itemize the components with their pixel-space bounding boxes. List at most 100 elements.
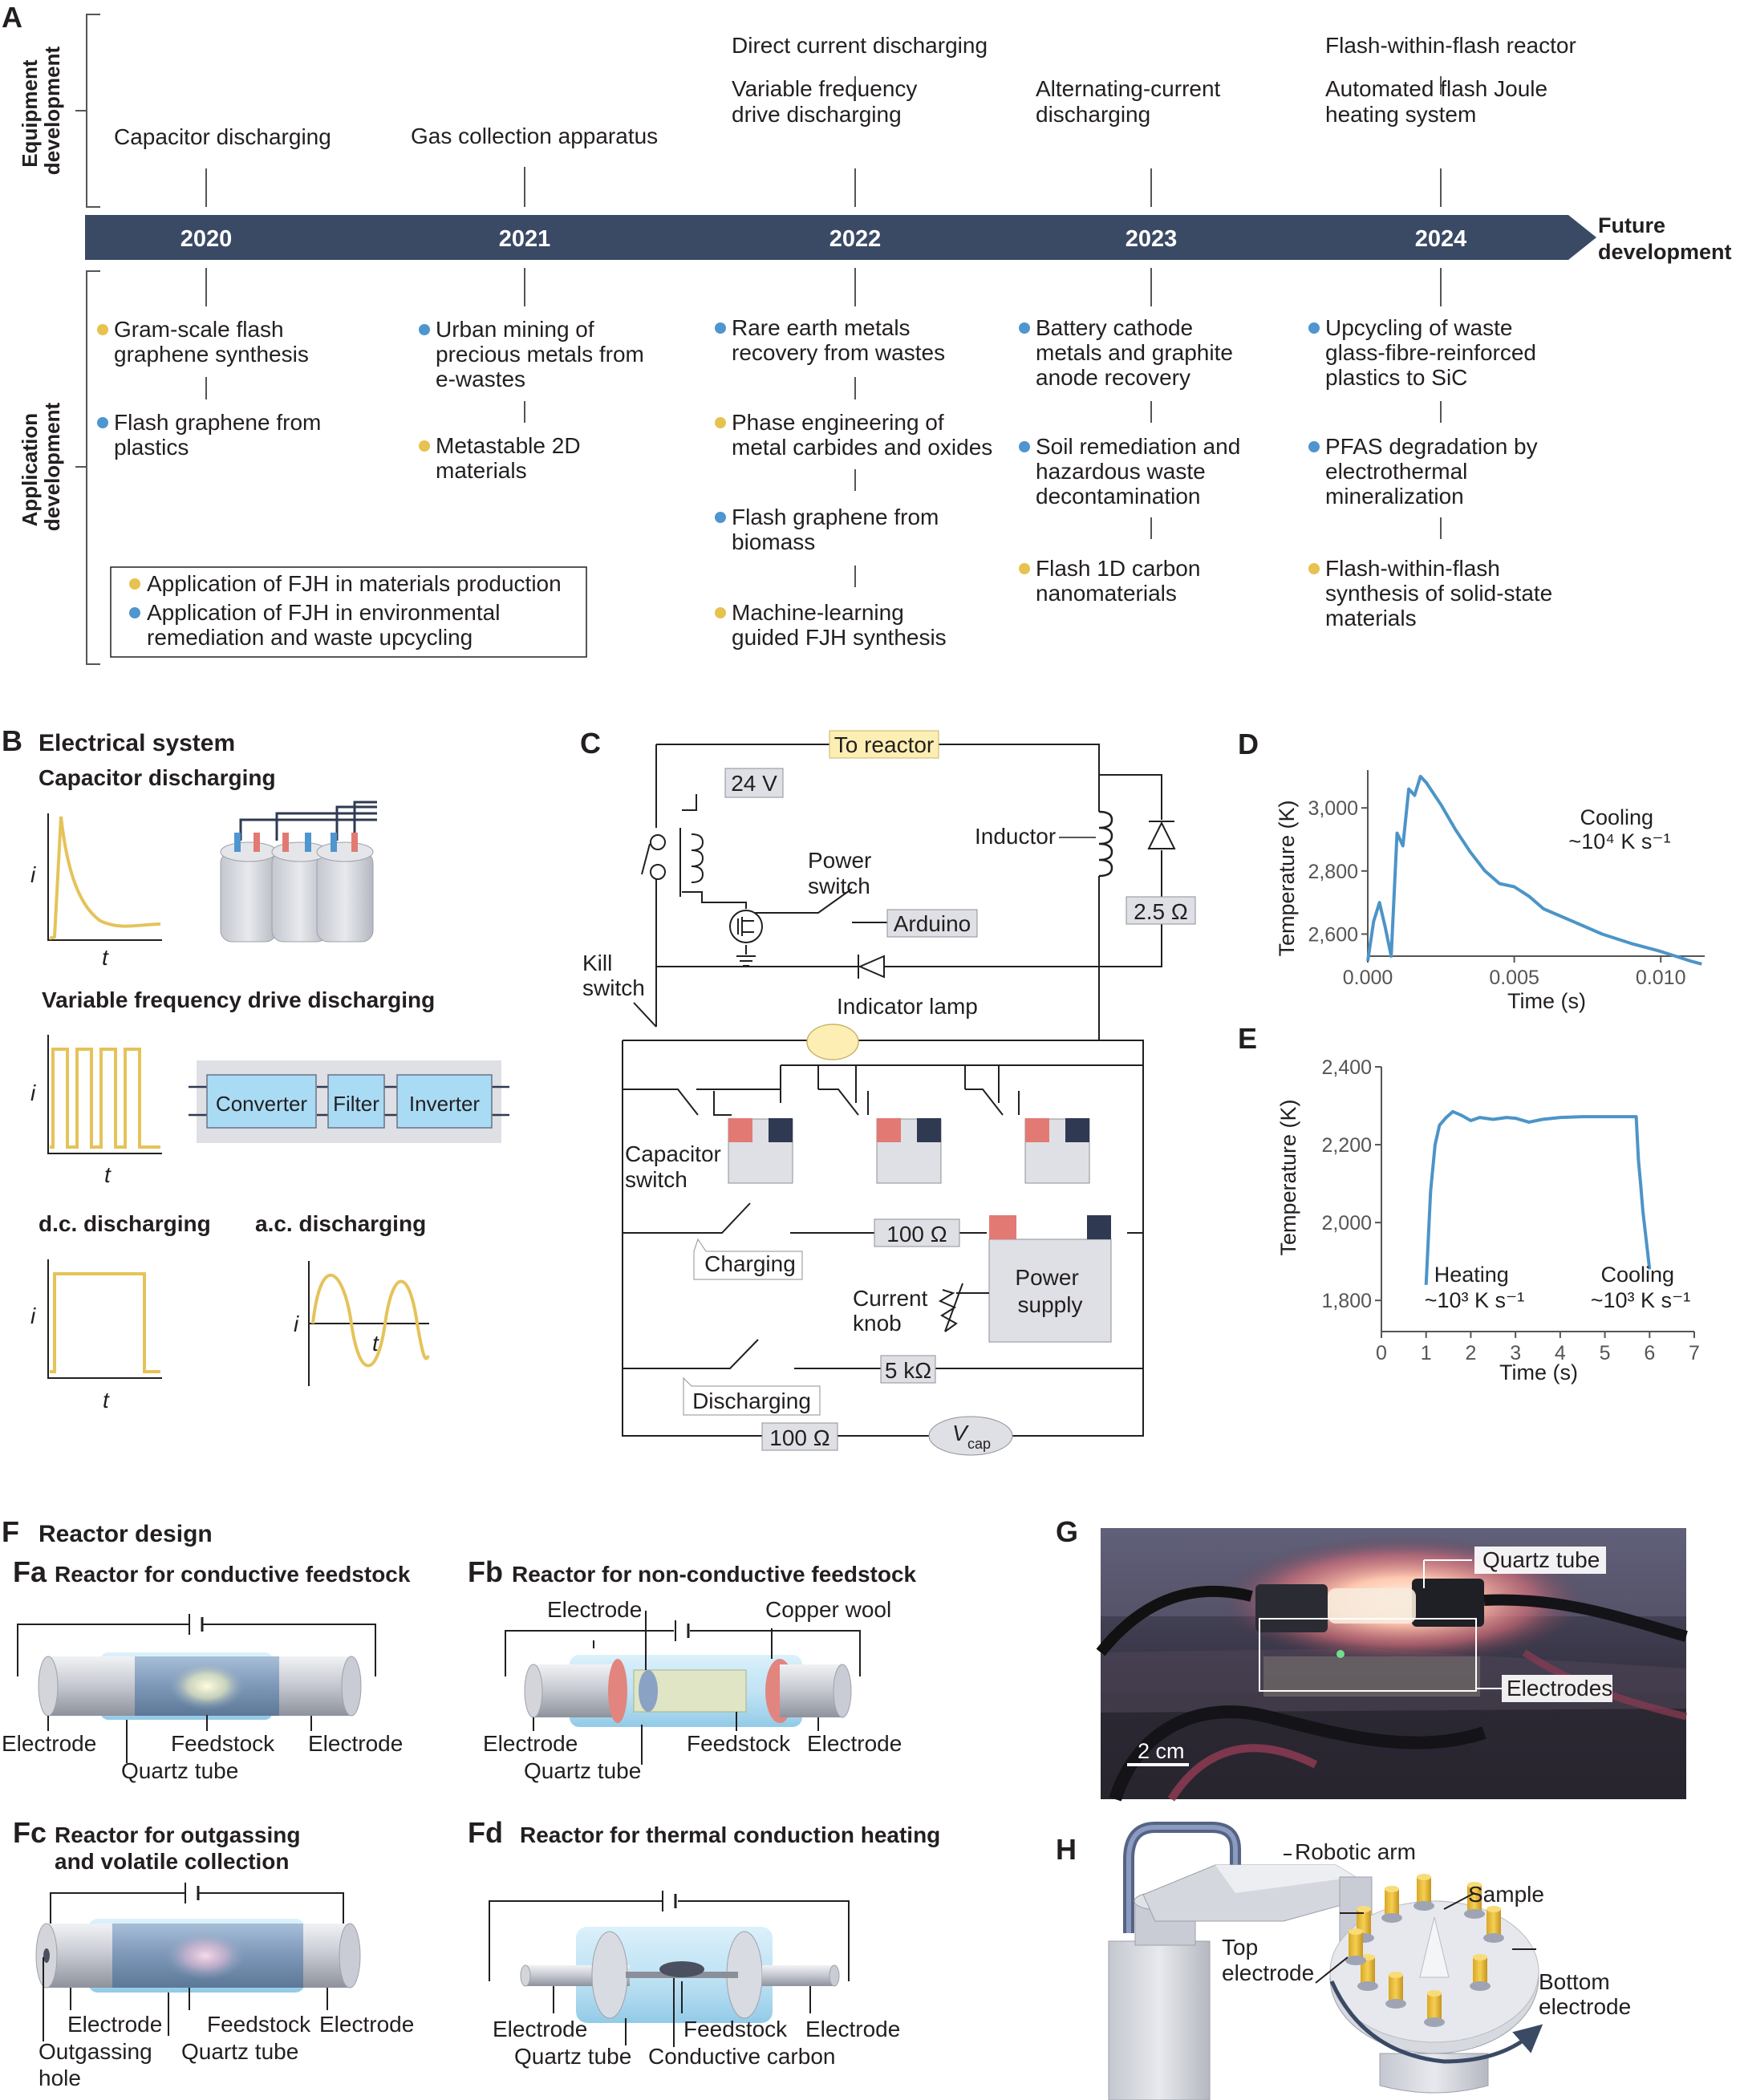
application-dot-6 <box>715 512 726 523</box>
chart-e-xtick-label-4: 4 <box>1555 1342 1566 1364</box>
sample-pin-base-4 <box>1483 1933 1504 1943</box>
application-dot-7 <box>715 607 726 618</box>
future-label-1: Future <box>1598 213 1665 237</box>
application-item-2-line-1: precious metals from <box>436 342 644 367</box>
fb-title: Reactor for non-conductive feedstock <box>512 1562 917 1587</box>
v24-box <box>724 768 784 798</box>
application-item-6-line-1: biomass <box>732 529 815 554</box>
panel-h-letter: H <box>1056 1833 1077 1866</box>
application-item-11-line-1: glass-fibre-reinforced <box>1325 340 1536 365</box>
fd-label-conductive-carbon: Conductive carbon <box>648 2044 835 2069</box>
axis-t-1: t <box>102 945 109 970</box>
capacitor-modules <box>728 1118 1090 1184</box>
flyback-diode <box>1147 821 1176 849</box>
r25-label: 2.5 Ω <box>1134 899 1188 924</box>
application-dot-10 <box>1019 563 1030 574</box>
circuit-wires <box>622 744 1162 1437</box>
mosfet-detail <box>737 917 754 936</box>
application-dot-1 <box>97 417 108 428</box>
fb-label-copper-wool: Copper wool <box>765 1597 891 1622</box>
fc-label-outgassing-1: Outgassing <box>39 2039 152 2064</box>
kill-lever <box>641 843 651 875</box>
axis-i-1: i <box>30 862 36 887</box>
chart-e-cooling-2: ~10³ K s⁻¹ <box>1591 1288 1691 1312</box>
ps-navy-terminal <box>1087 1215 1111 1239</box>
robotic-arm-label: Robotic arm <box>1295 1839 1416 1864</box>
current-knob-wire <box>944 1283 989 1332</box>
r5k-label: 5 kΩ <box>885 1358 931 1383</box>
chart-d-annotation-2: ~10⁴ K s⁻¹ <box>1568 829 1670 853</box>
sample-pin-base-2 <box>1413 1901 1434 1911</box>
photo-quartz-label: Quartz tube <box>1482 1547 1600 1572</box>
fa-title: Reactor for conductive feedstock <box>55 1562 411 1587</box>
kill-contact-top <box>650 834 666 850</box>
chart-e-heating-2: ~10³ K s⁻¹ <box>1425 1288 1525 1312</box>
to-reactor-label: To reactor <box>834 732 935 757</box>
discharging-callout <box>683 1376 821 1416</box>
robot-leaders <box>1284 1854 1536 1984</box>
application-item-12-line-2: mineralization <box>1325 484 1464 509</box>
cap-switch-label-group: Capacitor switch <box>625 1141 728 1192</box>
current-knob-resistor <box>938 1289 958 1332</box>
relay-coil <box>691 833 704 883</box>
equipment-bracket <box>86 14 100 208</box>
chart-e-xtick-label-5: 5 <box>1600 1342 1611 1364</box>
year-2024: 2024 <box>1415 226 1467 252</box>
fd-label-electrode-left: Electrode <box>493 2017 587 2041</box>
fa-label-quartz: Quartz tube <box>121 1758 238 1783</box>
ac-waveform-axes <box>308 1261 429 1386</box>
year-2020: 2020 <box>180 226 233 252</box>
sample-pin-7 <box>1473 1957 1487 1984</box>
converter-box <box>206 1074 317 1129</box>
dc-waveform <box>50 1272 160 1373</box>
cap-discharge-curve <box>49 816 161 940</box>
sample-pin-base-9 <box>1345 1956 1366 1965</box>
r100a-label: 100 Ω <box>886 1222 947 1247</box>
equipment-label-1: Equipment <box>18 59 42 168</box>
panel-a-letter: A <box>2 1 22 34</box>
filter-box <box>327 1074 385 1129</box>
sample-pin-base-7 <box>1470 1981 1491 1991</box>
top-electrode-label-1: Top <box>1222 1935 1258 1960</box>
chart-e-xtick-label-2: 2 <box>1465 1342 1476 1364</box>
application-item-0-line-1: graphene synthesis <box>114 342 309 367</box>
kill-contact-bottom <box>650 864 666 880</box>
application-item-1-line-1: plastics <box>114 435 189 460</box>
power-supply-label-2: supply <box>1018 1292 1083 1317</box>
legend-item-1-line-0: Application of FJH in environmental <box>147 600 500 625</box>
power-switch-label-group: Power switch <box>808 848 878 898</box>
equipment-label-group: Equipment development <box>18 46 64 175</box>
application-item-2-line-0: Urban mining of <box>436 317 594 342</box>
r5k-box <box>880 1355 936 1384</box>
fd-title: Reactor for thermal conduction heating <box>520 1822 940 1847</box>
application-dot-5 <box>715 417 726 428</box>
application-item-11-line-0: Upcycling of waste <box>1325 315 1512 340</box>
fd-label-quartz: Quartz tube <box>514 2044 631 2069</box>
chart-e-xtick-label-7: 7 <box>1689 1342 1700 1364</box>
fc-label-feedstock: Feedstock <box>207 2012 311 2037</box>
blocking-diode <box>858 955 885 979</box>
current-knob-label-1: Current <box>853 1286 928 1311</box>
fc-outgassing-group: Outgassing hole <box>39 2039 158 2090</box>
application-item-9-line-2: decontamination <box>1036 484 1200 509</box>
axis-t-4: t <box>372 1331 379 1356</box>
power-switch-label-2: switch <box>808 874 870 898</box>
equipment-item-4-line-1: discharging <box>1036 102 1150 127</box>
axis-t-2: t <box>104 1162 112 1187</box>
fd-label-electrode-right: Electrode <box>805 2017 900 2041</box>
fa-label-electrode-right: Electrode <box>308 1731 403 1756</box>
current-knob-label-2: knob <box>853 1311 902 1336</box>
ac-title: a.c. discharging <box>255 1211 426 1236</box>
equipment-item-4-line-0: Alternating-current <box>1036 76 1221 101</box>
reactor-fb <box>505 1611 861 1765</box>
fc-tag: Fc <box>13 1816 47 1849</box>
equipment-item-3-line-0: Variable frequency <box>732 76 917 101</box>
sample-pin-2 <box>1417 1877 1431 1904</box>
cap-switch-label-1: Capacitor <box>625 1141 721 1166</box>
application-item-3-line-1: materials <box>436 458 527 483</box>
kill-switch-label-1: Kill <box>582 951 612 975</box>
chart-e-cooling-1: Cooling <box>1600 1263 1674 1287</box>
sample-pins <box>1345 1874 1504 2027</box>
